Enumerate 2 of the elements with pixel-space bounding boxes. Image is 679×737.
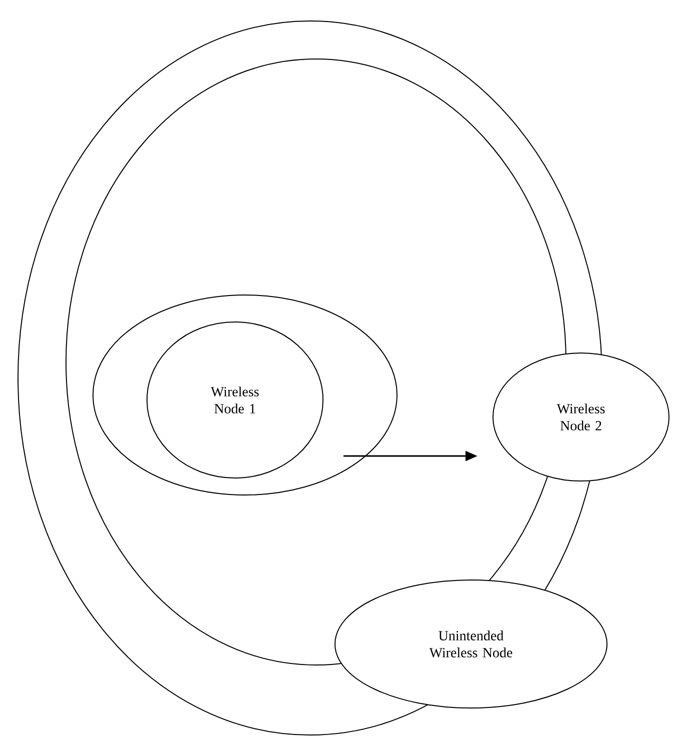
ellipse-shape (92, 294, 398, 496)
node-label: Wireless Node 2 (556, 404, 605, 430)
